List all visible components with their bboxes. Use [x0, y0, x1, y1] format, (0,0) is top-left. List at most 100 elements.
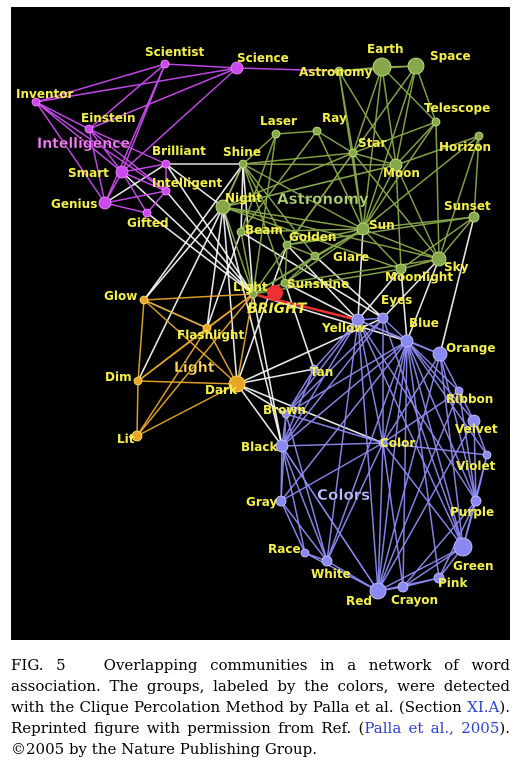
word-label: Sunshine: [287, 277, 349, 291]
node-violet: [482, 450, 492, 460]
node-science: [230, 61, 244, 75]
community-edge: [382, 442, 404, 588]
community-edge: [402, 577, 440, 588]
word-label: Lit: [117, 432, 135, 446]
node-inventor: [31, 97, 41, 107]
community-edge: [104, 190, 167, 204]
node-lit: [131, 430, 143, 442]
cross-edge: [143, 206, 224, 301]
community-edge: [382, 442, 464, 548]
community-edge: [285, 368, 315, 415]
community-edge: [406, 340, 440, 579]
citation-link[interactable]: Palla et al., 2005: [364, 719, 500, 737]
community-edge: [362, 65, 417, 230]
node-night: [215, 199, 231, 215]
community-edge: [143, 299, 208, 329]
word-label: Star: [358, 136, 386, 150]
community-edge: [88, 128, 167, 165]
word-label: White: [311, 567, 351, 581]
community-edge: [382, 353, 441, 444]
community-edge: [286, 228, 364, 246]
community-edge: [402, 546, 464, 588]
community-edge: [352, 121, 437, 154]
community-edge: [35, 101, 90, 130]
word-label: Astronomy: [299, 65, 373, 79]
word-label: Sky: [444, 260, 469, 274]
word-label: Black: [241, 440, 278, 454]
community-edge: [362, 228, 440, 260]
community-edge: [281, 319, 359, 447]
node-blue: [400, 334, 414, 348]
cross-edge: [143, 163, 244, 301]
community-edge: [357, 319, 464, 548]
figure-label: FIG. 5: [11, 656, 66, 674]
word-label: Green: [453, 559, 494, 573]
community-edge: [121, 163, 167, 173]
community-edge: [222, 152, 354, 208]
word-label: Color: [380, 436, 415, 450]
community-edge: [146, 190, 167, 214]
node-intelligent: [161, 186, 171, 196]
community-edge: [222, 206, 440, 260]
community-edge: [357, 319, 379, 592]
community-edge: [326, 319, 359, 562]
node-brown: [281, 409, 291, 419]
community-edge: [137, 299, 145, 382]
community-edge: [316, 130, 354, 154]
community-edge: [164, 63, 238, 69]
community-edge: [136, 383, 238, 437]
cross-edge: [222, 206, 283, 447]
cross-edge: [236, 244, 288, 385]
community-edge: [357, 319, 384, 444]
word-label: Space: [430, 49, 471, 63]
node-glow: [139, 295, 149, 305]
community-edge: [285, 319, 359, 415]
cross-edge: [137, 206, 224, 382]
node-space: [407, 57, 425, 75]
edges-layer: [35, 63, 488, 592]
word-label: Glare: [333, 250, 369, 264]
community-edge: [473, 420, 477, 502]
community-edge: [35, 101, 123, 173]
community-edge: [382, 340, 408, 444]
word-label: Moon: [383, 166, 420, 180]
word-label: Genius: [51, 197, 97, 211]
word-label: Blue: [409, 316, 439, 330]
cross-edge: [400, 268, 408, 342]
node-genius: [98, 196, 112, 210]
node-horizon: [474, 131, 484, 141]
word-label: Velvet: [455, 422, 498, 436]
community-edge: [222, 206, 364, 230]
community-edge: [284, 258, 440, 284]
word-label: Race: [268, 542, 301, 556]
word-label: Shine: [223, 145, 261, 159]
community-edge: [438, 135, 480, 260]
community-edge: [236, 67, 340, 72]
community-edge: [395, 164, 440, 260]
node-crayon: [397, 581, 409, 593]
community-edge: [473, 135, 480, 218]
community-edge: [222, 164, 397, 208]
word-label: Scientist: [145, 45, 205, 59]
community-edge: [326, 340, 408, 562]
community-edge: [285, 413, 328, 562]
word-label: Ray: [322, 111, 347, 125]
caption-text-1: Overlapping communities in a network of …: [11, 656, 510, 716]
community-edge: [406, 340, 477, 502]
community-edge: [284, 255, 316, 284]
community-edge: [88, 128, 123, 173]
word-label: Sun: [369, 218, 395, 232]
word-label: Pink: [438, 576, 468, 590]
word-label: Sunset: [444, 199, 491, 213]
node-beam: [236, 227, 246, 237]
node-orange: [432, 346, 448, 362]
section-link[interactable]: XI.A: [467, 698, 500, 716]
node-dark: [228, 375, 246, 393]
community-edge: [281, 445, 306, 554]
community-edge: [222, 206, 254, 295]
node-gray: [275, 495, 287, 507]
community-edge: [240, 228, 364, 233]
community-edge: [362, 121, 437, 230]
